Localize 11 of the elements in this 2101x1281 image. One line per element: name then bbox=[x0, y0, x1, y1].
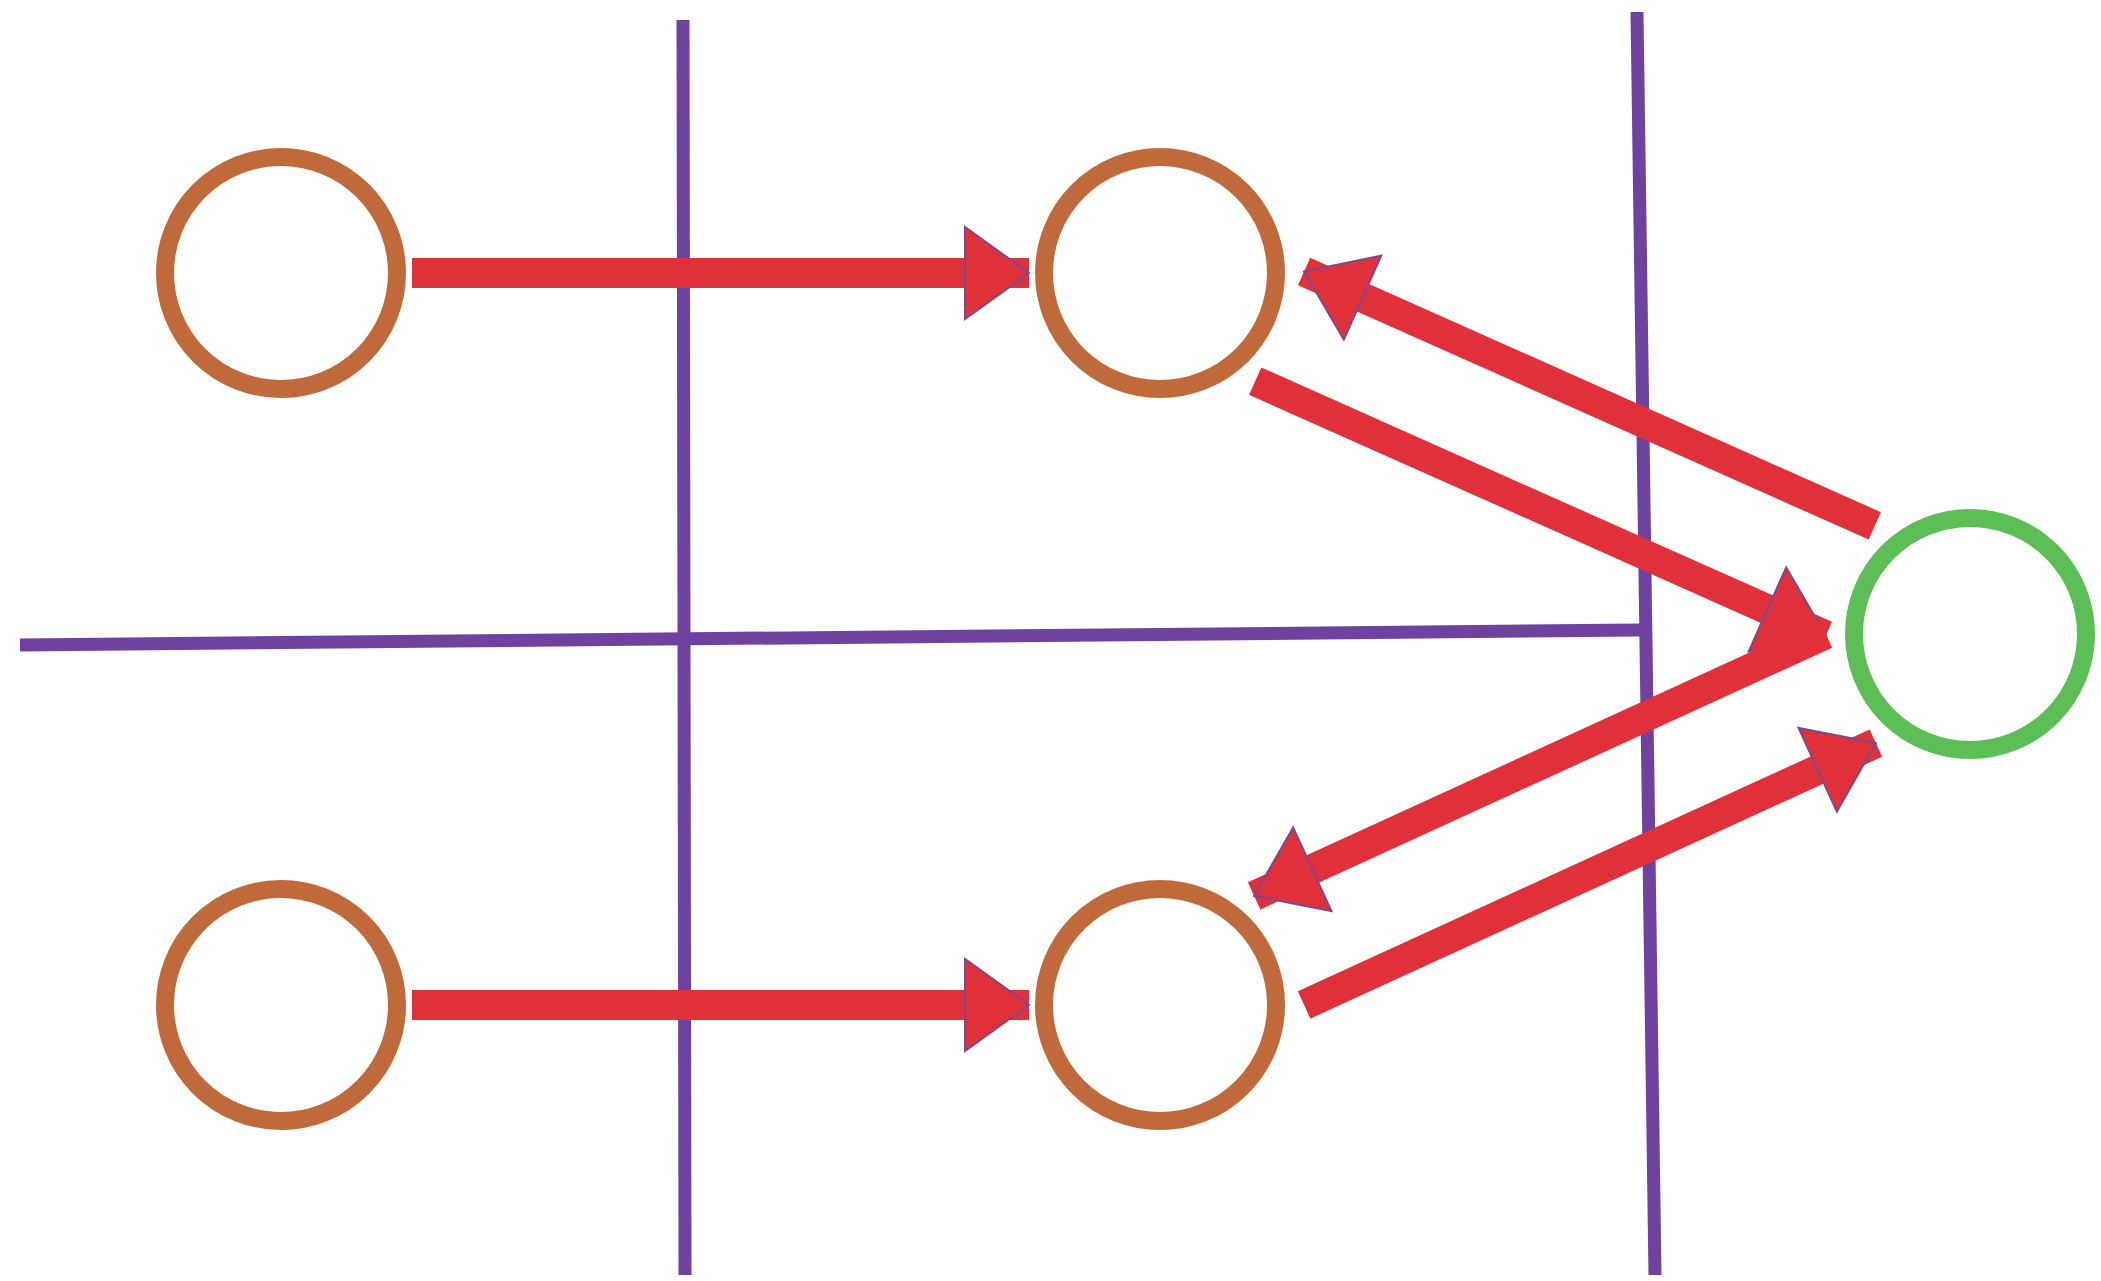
arrow bbox=[412, 958, 1030, 1052]
circle bbox=[1035, 880, 1285, 1130]
circle bbox=[1035, 148, 1285, 398]
circle bbox=[156, 148, 406, 398]
arrow bbox=[1297, 254, 1881, 540]
arrow bbox=[412, 226, 1030, 320]
circle bbox=[1845, 509, 2095, 759]
circle bbox=[156, 880, 406, 1130]
arrow bbox=[1249, 367, 1833, 653]
arrow bbox=[1297, 726, 1883, 1019]
arrow bbox=[1247, 620, 1833, 913]
